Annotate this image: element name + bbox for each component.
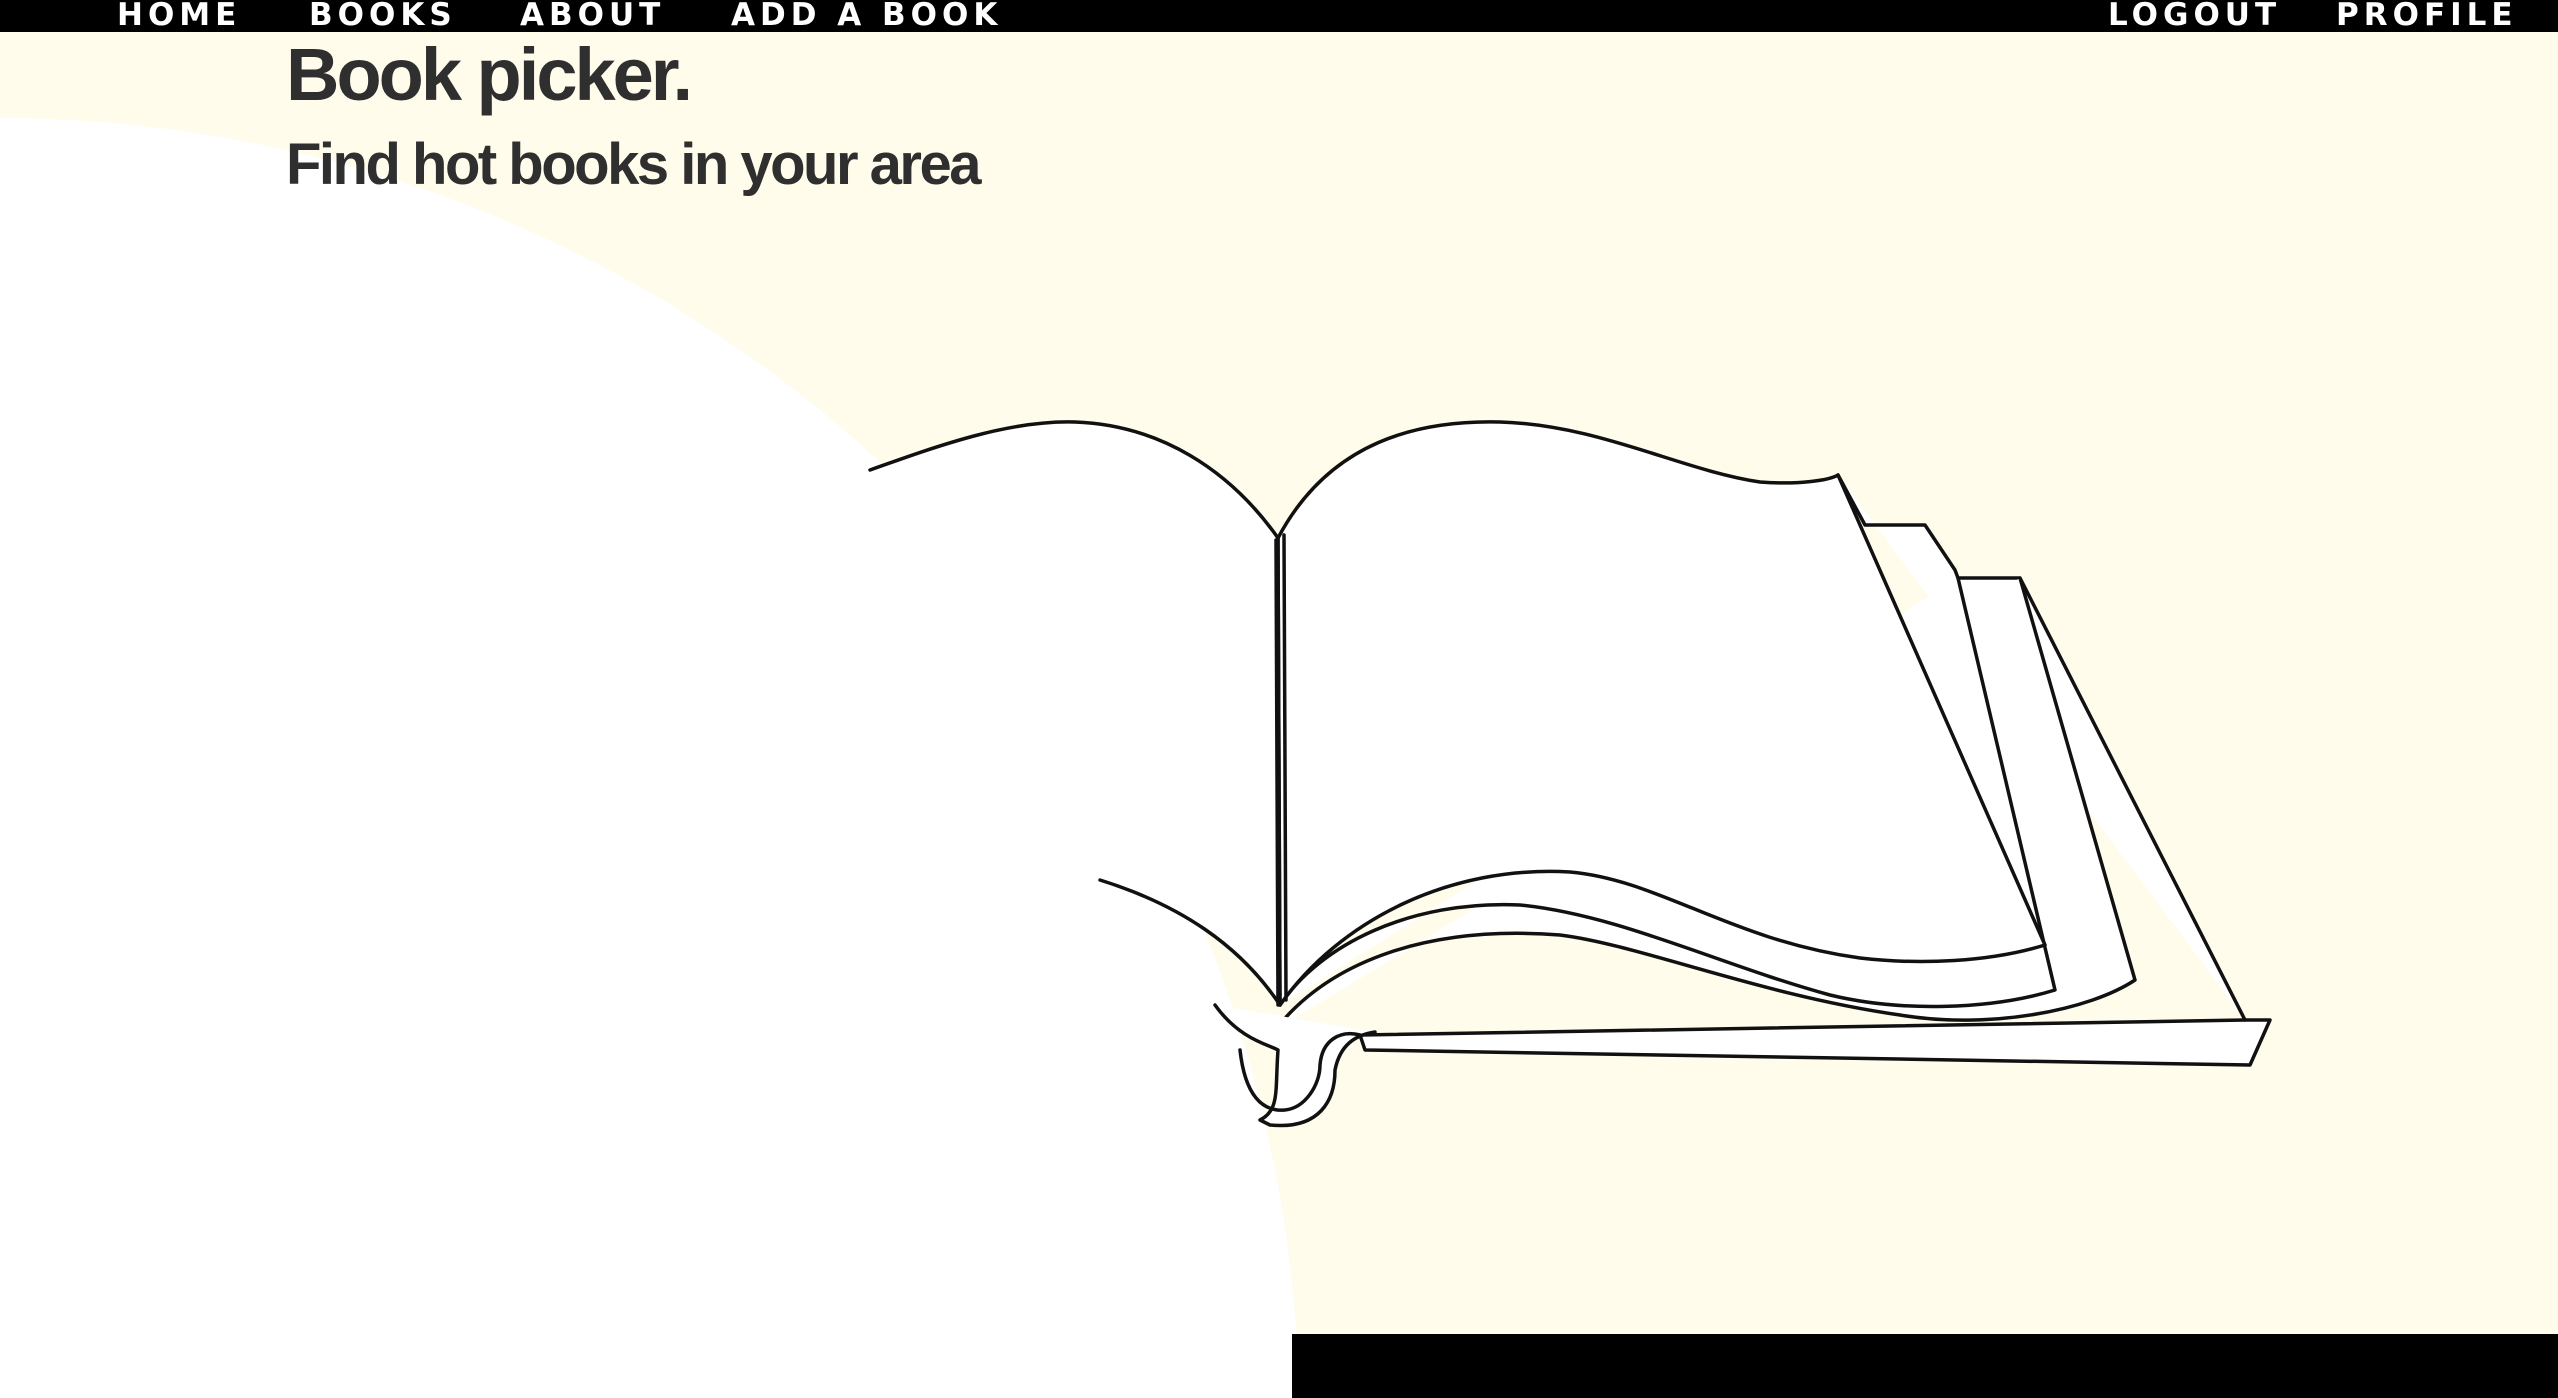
nav-home-link[interactable]: HOME xyxy=(117,0,242,33)
nav-profile-link[interactable]: PROFILE xyxy=(2336,0,2518,33)
back-pages-shape xyxy=(1273,576,2137,1032)
nav-logout-link[interactable]: LOGOUT xyxy=(2108,0,2282,33)
nav-books-link[interactable]: BOOKS xyxy=(309,0,457,33)
nav-add-book-link[interactable]: ADD A BOOK xyxy=(731,0,1003,33)
nav-about-link[interactable]: ABOUT xyxy=(520,0,666,33)
page-subtitle: Find hot books in your area xyxy=(286,132,982,197)
book-cover-shape xyxy=(1358,1018,2272,1067)
bottom-black-bar xyxy=(1292,1334,2558,1398)
right-page-shape xyxy=(1276,420,2047,1007)
middle-pages-shape xyxy=(1278,576,2057,1009)
page-title: Book picker. xyxy=(286,33,693,116)
top-navbar: HOME BOOKS ABOUT ADD A BOOK LOGOUT PROFI… xyxy=(0,0,2558,33)
book-spine xyxy=(1274,533,1288,1007)
book-cover-edge xyxy=(1836,473,2247,1022)
decorative-white-blob xyxy=(0,118,1299,1398)
